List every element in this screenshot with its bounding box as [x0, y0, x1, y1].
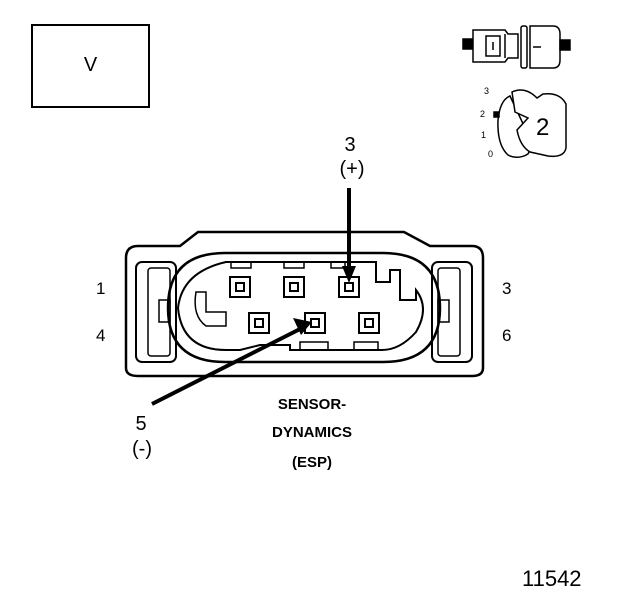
multimeter-box: V	[31, 24, 150, 108]
positive-probe-polarity: (+)	[339, 158, 365, 180]
positive-probe-pin: 3	[344, 134, 356, 156]
positive-probe-arrow	[342, 188, 356, 283]
right-latch	[431, 261, 473, 363]
connector-oval-rim	[166, 251, 442, 364]
pin-socket-1	[229, 276, 251, 298]
pin-socket-4	[248, 312, 270, 334]
pin-label-4: 4	[96, 326, 106, 345]
switch-position-0: 0	[488, 149, 494, 159]
negative-probe-pin: 5	[135, 413, 147, 435]
pin-socket-3	[338, 276, 360, 298]
figure-number: 11542	[522, 566, 582, 591]
pin-socket-6	[358, 312, 380, 334]
switch-position-3: 3	[484, 86, 490, 96]
pin-label-6: 6	[502, 326, 512, 345]
connector-outer-housing	[124, 230, 485, 378]
caption-line-3: (ESP)	[291, 454, 332, 471]
caption-line-2: DYNAMICS	[271, 424, 352, 441]
connector-pins	[229, 276, 380, 334]
connector-plug-icon	[462, 25, 571, 69]
negative-probe-polarity: (-)	[132, 438, 152, 460]
switch-selected-position: 2	[536, 114, 550, 141]
pin-socket-2	[283, 276, 305, 298]
negative-probe-arrow	[151, 318, 312, 406]
pin-label-1: 1	[96, 279, 106, 298]
left-latch	[135, 261, 177, 363]
meter-mode-label: V	[83, 54, 98, 76]
rotary-switch-icon	[493, 89, 567, 158]
pin-label-3: 3	[502, 279, 512, 298]
switch-position-1: 1	[481, 130, 487, 140]
switch-position-2: 2	[480, 109, 486, 119]
caption-line-1: SENSOR-	[277, 396, 347, 413]
ecu-connector	[124, 230, 485, 378]
connector-inner-keying	[176, 261, 424, 351]
